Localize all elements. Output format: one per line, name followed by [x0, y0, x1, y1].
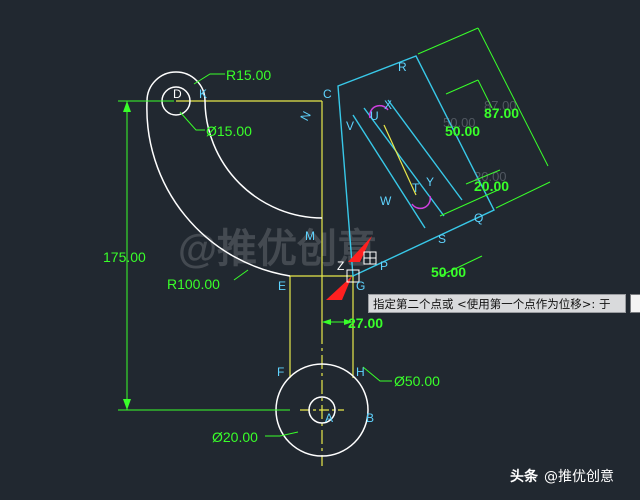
point-label-b: B [366, 411, 374, 425]
rotated-inner-line-3 [387, 99, 463, 201]
point-label-d: D [173, 87, 182, 101]
dim-d50: Ø50.00 [394, 373, 440, 389]
dim-d15: Ø15.00 [206, 123, 252, 139]
ghost-dim-87: 87.00 [484, 98, 517, 113]
point-label-y: Y [426, 175, 434, 189]
brand-watermark: 头条 @推优创意 [510, 466, 614, 486]
slot-center-line [383, 124, 417, 196]
point-label-w: W [380, 194, 392, 208]
dimension-lines [118, 73, 392, 437]
point-label-f: F [277, 365, 284, 379]
dim-d20: Ø20.00 [212, 429, 258, 445]
red-arrows [326, 236, 372, 300]
top-lug-arc [146, 71, 206, 102]
point-label-v: V [346, 119, 354, 133]
watermark: @推优创意 [178, 227, 377, 271]
point-label-t: T [412, 181, 420, 195]
slot-top-arc [368, 104, 389, 119]
dim-rot-50b: 50.00 [431, 264, 466, 280]
point-label-h: H [356, 365, 365, 379]
bottom-hole-circle [308, 396, 336, 424]
dim-rot-50a: 50.00 [445, 123, 480, 139]
command-prompt-tooltip: 指定第二个点或 <使用第一个点作为位移>: 于 [368, 294, 626, 313]
part-outline [146, 71, 369, 457]
slot-bottom-arc [411, 195, 432, 210]
dim-27: 27.00 [348, 315, 383, 331]
outer-curve-arc [146, 100, 291, 277]
inner-curve-arc [204, 100, 323, 219]
point-label-x: X [384, 98, 392, 112]
rotated-inner-line-1 [352, 114, 426, 229]
point-label-k: K [199, 87, 207, 101]
snap-cursor [346, 251, 377, 283]
point-label-p: P [380, 259, 388, 273]
point-label-m: M [305, 229, 315, 243]
brand-name: 头条 [510, 469, 538, 485]
dim-rot-87: 87.00 [484, 105, 519, 121]
point-label-q: Q [474, 211, 483, 225]
point-label-c: C [323, 87, 332, 101]
point-label-z: Z [337, 259, 344, 273]
construction-lines [176, 100, 354, 466]
point-label-n: N [297, 109, 313, 123]
point-label-u: U [370, 109, 379, 123]
ghost-dim-50: 50.00 [443, 115, 476, 130]
dim-175: 175.00 [103, 249, 146, 265]
dynamic-input-field[interactable] [630, 294, 640, 313]
brand-handle: @推优创意 [544, 469, 614, 485]
rotated-dimension-lines [417, 27, 551, 277]
point-label-a: A [325, 411, 333, 425]
point-label-r: R [398, 60, 407, 74]
point-label-e: E [278, 279, 286, 293]
rotated-outline [337, 55, 495, 278]
dim-r100: R100.00 [167, 276, 220, 292]
point-label-s: S [438, 232, 446, 246]
point-label-g: G [356, 279, 365, 293]
dim-r15: R15.00 [226, 67, 271, 83]
ghost-dim-20: 20.00 [474, 169, 507, 184]
dimension-arrows [123, 101, 353, 410]
rotated-inner-line-2 [363, 107, 445, 217]
dim-rot-20: 20.00 [474, 178, 509, 194]
